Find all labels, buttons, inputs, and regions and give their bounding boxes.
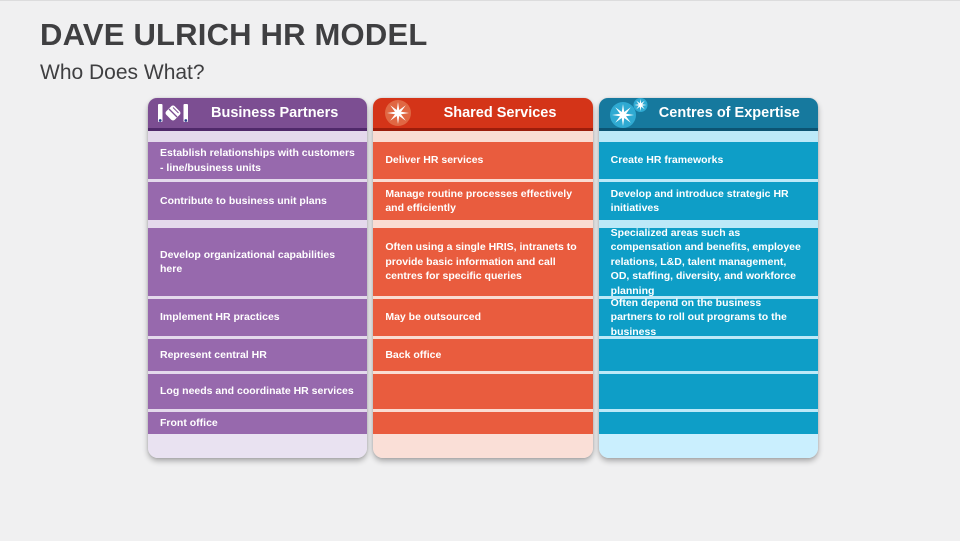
column-header: Centres of Expertise [598,98,818,131]
page-title: DAVE ULRICH HR MODEL [40,17,428,52]
table-row: Often depend on the business partners to… [598,297,818,338]
table-row: Log needs and coordinate HR services [148,374,368,409]
table-row: Often using a single HRIS, intranets to … [373,228,593,296]
table-row: Develop and introduce strategic HR initi… [598,182,818,220]
table-row: May be outsourced [373,299,593,336]
table-row: Create HR frameworks [598,142,818,179]
handshake-icon [158,104,188,122]
starburst-icon [385,100,412,126]
column-header: Shared Services [373,98,593,131]
column-header: Business Partners [148,98,368,131]
page-subtitle: Who Does What? [40,61,205,84]
column-footer [373,434,593,458]
table-row [373,412,593,434]
hr-model-table: Business Partners Establish relationship… [148,98,818,458]
table-row: Establish relationships with customers -… [148,142,368,179]
table-row: Manage routine processes effectively and… [373,182,593,220]
table-row: Specialized areas such as compensation a… [598,227,818,297]
table-row: Develop organizational capabilities here [148,228,368,296]
column-title: Shared Services [443,105,557,121]
table-row: Represent central HR [148,339,368,371]
column-centres-of-expertise: Centres of Expertise Create HR framework… [598,98,818,458]
column-business-partners: Business Partners Establish relationship… [148,98,368,458]
table-row [598,339,818,371]
column-shared-services: Shared Services Deliver HR services Mana… [373,98,593,458]
double-starburst-icon [609,98,648,128]
column-body: Create HR frameworks Develop and introdu… [598,131,818,434]
column-title: Centres of Expertise [658,105,800,121]
column-footer [148,434,368,458]
table-row [373,374,593,409]
column-body: Establish relationships with customers -… [148,131,368,434]
table-row: Back office [373,339,593,371]
table-row [598,374,818,409]
table-row: Front office [148,412,368,434]
table-row: Contribute to business unit plans [148,182,368,220]
table-row [598,412,818,434]
column-footer [598,434,818,458]
column-body: Deliver HR services Manage routine proce… [373,131,593,434]
column-title: Business Partners [210,105,339,121]
table-row: Deliver HR services [373,142,593,179]
table-row: Implement HR practices [148,299,368,336]
